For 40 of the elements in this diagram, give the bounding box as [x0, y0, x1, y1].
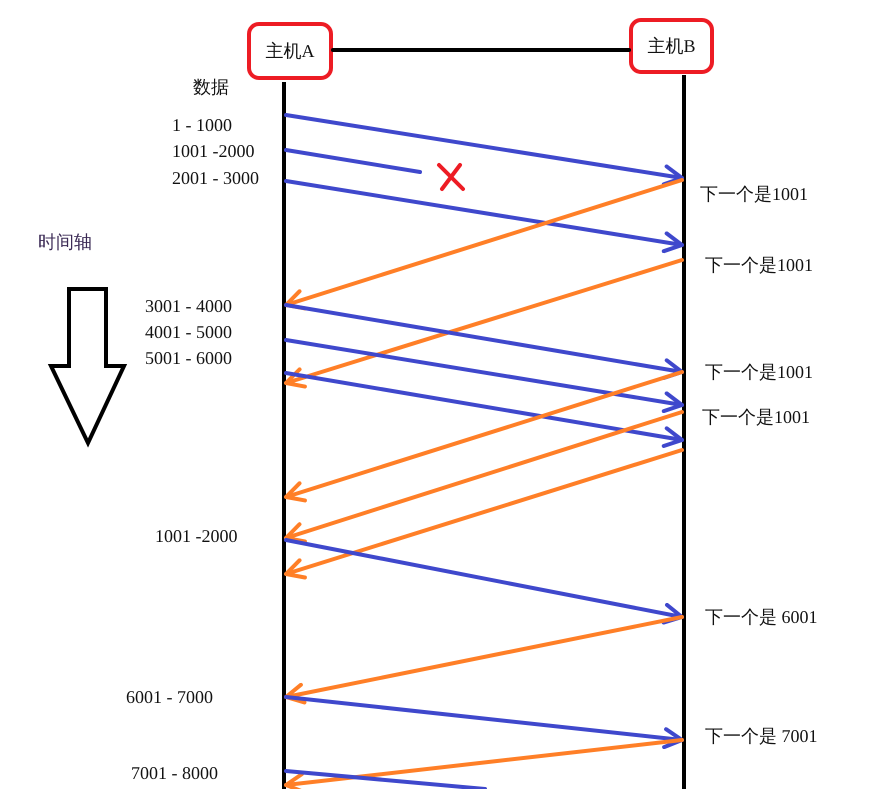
data-range-label: 1 - 1000 — [172, 114, 232, 136]
ack-label: 下一个是1001 — [705, 254, 813, 276]
data-range-label: 1001 -2000 — [172, 140, 254, 162]
arrow — [284, 410, 684, 544]
arrow — [284, 258, 684, 389]
arrow — [284, 303, 684, 380]
host-box — [247, 22, 333, 80]
data-range-label: 1001 -2000 — [155, 525, 238, 547]
arrow — [284, 178, 684, 310]
connector-line — [284, 769, 487, 789]
data-range-label: 3001 - 4000 — [145, 295, 232, 317]
data-range-label: 4001 - 5000 — [145, 321, 232, 343]
data-range-label: 5001 - 6000 — [145, 347, 232, 369]
arrow — [284, 448, 684, 580]
host-label: 主机B — [647, 35, 696, 58]
connector-line — [284, 148, 422, 174]
ack-label: 下一个是1001 — [702, 406, 810, 428]
arrow — [284, 338, 684, 414]
data-range-label: 6001 - 7000 — [126, 686, 213, 708]
lifeline — [682, 75, 686, 789]
arrow — [284, 370, 684, 502]
arrow — [284, 615, 684, 704]
arrow — [284, 695, 684, 750]
host-label: 主机A — [266, 40, 314, 63]
axis-label: 时间轴 — [38, 231, 92, 253]
data-range-label: 2001 - 3000 — [172, 167, 259, 189]
ack-label: 下一个是1001 — [700, 183, 808, 205]
ack-label: 下一个是1001 — [705, 361, 813, 383]
arrow — [284, 538, 684, 625]
arrow — [284, 738, 684, 789]
lifeline — [282, 82, 286, 789]
arrow — [284, 113, 684, 186]
ack-label: 下一个是 6001 — [705, 606, 818, 628]
arrow — [284, 371, 684, 448]
ack-label: 下一个是 7001 — [705, 725, 818, 747]
host-box — [629, 18, 714, 74]
connector-line — [331, 48, 631, 52]
data-range-label: 7001 - 8000 — [131, 762, 218, 784]
arrow — [284, 179, 684, 254]
column-heading: 数据 — [193, 76, 229, 98]
